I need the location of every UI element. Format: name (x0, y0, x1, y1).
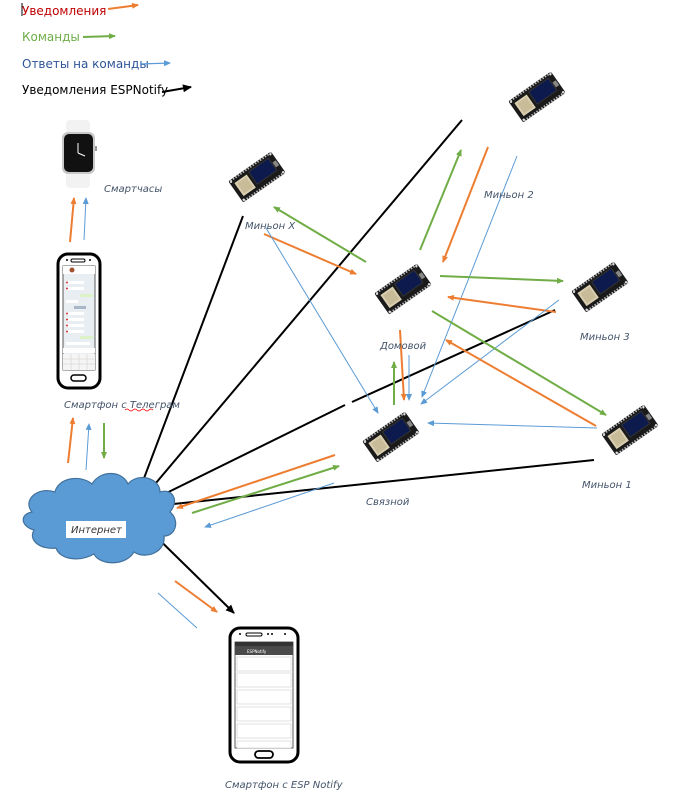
arrow-minion2-internet (133, 119, 463, 510)
spellcheck-underline (124, 408, 154, 412)
legend-notify-label: Уведомления (22, 4, 106, 18)
espnotify-connections (131, 119, 595, 614)
minion-1-board-icon (602, 404, 659, 455)
arrow-svyaznoy-internet-reply (204, 482, 335, 528)
domovoy-label: Домовой (379, 341, 427, 352)
arrow-internet-svyaznoy-command (191, 464, 340, 514)
arrow-domovoy-minion3-command (439, 275, 564, 284)
arrow-svyaznoy-internet-notify (176, 454, 336, 509)
legend-command-arrow (82, 33, 116, 40)
arrow-internet-telegram-reply (85, 423, 92, 471)
mesh-connections (67, 146, 607, 629)
legend-command-label: Команды (22, 30, 80, 44)
phone-espnotify-label: Смартфон с ESP Notify (225, 780, 344, 791)
legend-notify-arrow (107, 2, 139, 10)
svyaznoy-board-icon (363, 411, 420, 462)
smartphone-icon (228, 626, 300, 764)
arrow-minion1-svyaznoy-reply (427, 420, 598, 429)
arrow-minion3-internet-a (351, 309, 556, 403)
arrow-minion1-domovoy-notify (445, 339, 597, 427)
minion-x-label: Миньон X (245, 221, 296, 232)
arrow-domovoy-minion1-command (431, 310, 607, 416)
arrow-minion3-domovoy-notify (447, 294, 557, 313)
minion-1-label: Миньон 1 (582, 480, 632, 491)
internet-label-box (66, 521, 126, 538)
phone-telegram-node: Смартфон с Телеграм (56, 252, 180, 412)
arrow-domovoy-minionx-command (273, 206, 367, 263)
arrow-internet-telegram-notify (67, 417, 76, 464)
arrow-internet-espnotify-reply (157, 592, 198, 629)
smartwatch-icon (62, 120, 97, 188)
smartphone-icon (56, 252, 102, 390)
internet-label: Интернет (71, 525, 123, 536)
minion-2-label: Миньон 2 (484, 190, 534, 201)
arrow-minion1-internet (134, 459, 595, 512)
arrow-domovoy-svyaznoy-notify (399, 329, 407, 401)
internet-node: Интернет (22, 472, 177, 564)
svyaznoy-label: Связной (366, 497, 410, 508)
minion-2-board-icon (509, 71, 566, 122)
domovoy-board-icon (375, 263, 432, 314)
smartwatch-label: Смартчасы (104, 184, 162, 195)
minion-3-board-icon (572, 261, 629, 312)
phone-telegram-label: Смартфон с Телеграм (64, 400, 180, 411)
minion-x-board-icon (229, 151, 286, 202)
arrow-minionx-svyaznoy-reply (265, 227, 379, 414)
phone-espnotify-node: ESPNotify Смартфон с ESP Notify (225, 626, 344, 791)
arrow-internet-espnotify-notify (174, 580, 218, 613)
smartwatch-node: Смартчасы (62, 120, 162, 195)
legend-reply-arrow (139, 60, 171, 67)
legend: Уведомления Команды Ответы на команды Ув… (21, 2, 192, 97)
legend-espnotify-label: Уведомления ESPNotify (22, 83, 168, 97)
minion-3-label: Миньон 3 (580, 332, 630, 343)
arrow-domovoy-minion2-command (419, 149, 462, 251)
arrow-minionx-domovoy-notify (263, 233, 357, 275)
arrow-telegram-watch-reply (82, 197, 89, 241)
arrow-minion2-domovoy-notify (442, 146, 489, 263)
legend-espnotify-arrow (161, 84, 192, 93)
cloud-icon (22, 472, 177, 564)
arrow-minionx-internet (131, 215, 244, 511)
arrow-minion3-svyaznoy-reply (420, 299, 560, 405)
legend-reply-label: Ответы на команды (22, 57, 149, 71)
espnotify-app-title: ESPNotify (247, 649, 267, 654)
arrow-telegram-watch-notify (69, 197, 77, 243)
